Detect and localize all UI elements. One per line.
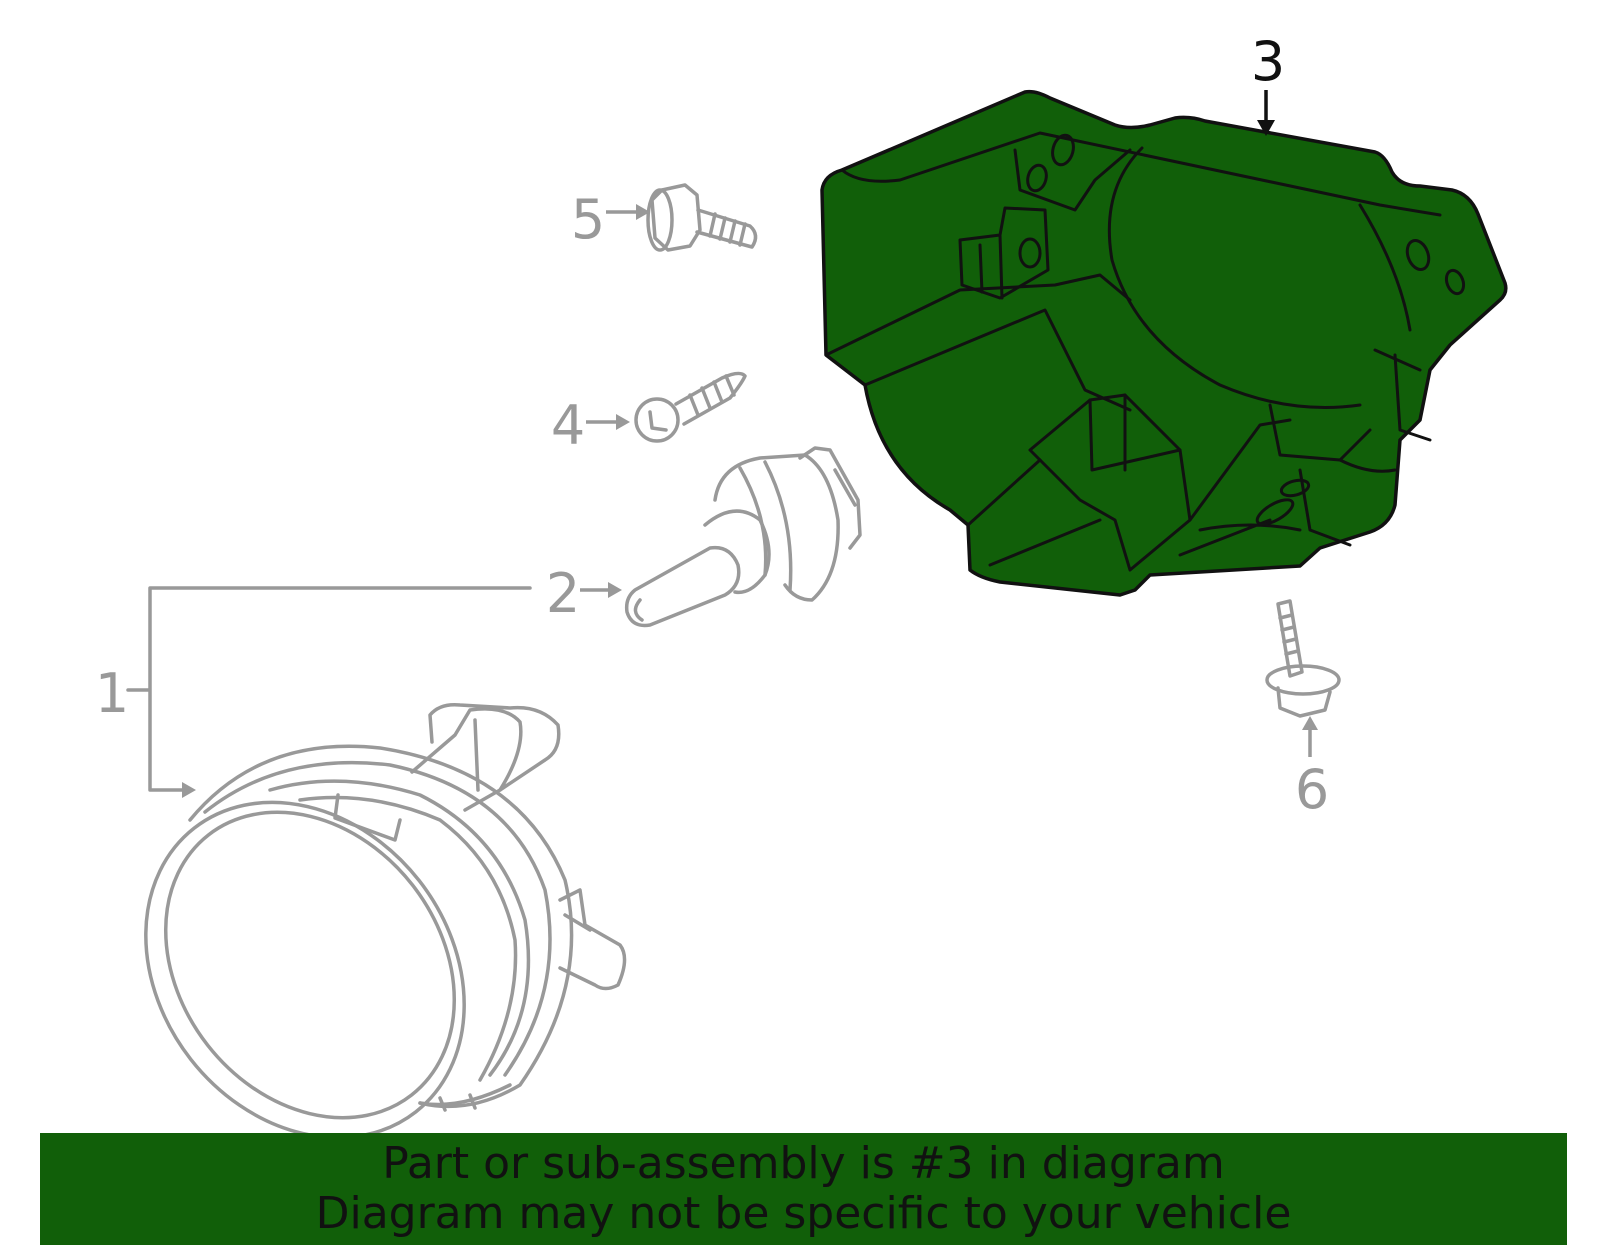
part-3-detail-lower-left bbox=[863, 308, 1132, 412]
part-6-head bbox=[1276, 686, 1332, 718]
part-3-detail-tab-left bbox=[958, 206, 1050, 300]
part-6-threads bbox=[1278, 613, 1300, 656]
part-4-recess bbox=[648, 410, 668, 432]
callout-2-arrowhead bbox=[608, 582, 622, 598]
part-3-detail-dome-right bbox=[1358, 203, 1412, 332]
part-6-flange bbox=[1265, 664, 1341, 696]
part-1-lens-inner bbox=[163, 810, 457, 1120]
callout-6-arrowhead bbox=[1302, 716, 1318, 730]
callout-6-label[interactable]: 6 bbox=[1295, 758, 1329, 821]
part-3-detail-right-pocket bbox=[1268, 403, 1372, 547]
part-1-connector-top bbox=[428, 702, 561, 792]
part-4-threads bbox=[688, 374, 736, 417]
part-3-slot bbox=[1279, 478, 1311, 498]
callout-1-arrowhead bbox=[182, 782, 196, 798]
part-3-hole bbox=[1405, 238, 1431, 272]
part-2-bulb[interactable] bbox=[624, 446, 862, 628]
part-3-slot bbox=[1255, 498, 1295, 526]
part-3-detail-dome bbox=[1107, 146, 1362, 409]
part-3-hole bbox=[1026, 163, 1048, 193]
part-3-detail-channel-inner bbox=[1088, 393, 1182, 472]
callout-1-leader bbox=[126, 586, 532, 792]
part-3-detail-bottom-right bbox=[1178, 518, 1302, 557]
callout-5-arrowhead bbox=[636, 204, 650, 220]
part-4-shank bbox=[674, 371, 747, 426]
part-3-bracket[interactable] bbox=[820, 89, 1508, 597]
banner-line-2: Diagram may not be specific to your vehi… bbox=[315, 1188, 1292, 1239]
part-4-head bbox=[634, 397, 680, 443]
part-3-hole bbox=[1444, 268, 1466, 296]
part-2-connector bbox=[798, 446, 862, 550]
part-5-head bbox=[650, 183, 702, 252]
part-3-hole bbox=[1018, 237, 1042, 269]
part-1-housing-ring-2 bbox=[268, 779, 531, 1077]
callout-4-label[interactable]: 4 bbox=[551, 394, 585, 457]
info-banner: Part or sub-assembly is #3 in diagram Di… bbox=[40, 1133, 1567, 1245]
part-2-tip bbox=[633, 598, 644, 622]
part-5-bolt[interactable] bbox=[646, 183, 758, 252]
part-2-glass bbox=[624, 545, 741, 628]
part-5-shank bbox=[695, 208, 758, 249]
callout-2-label[interactable]: 2 bbox=[546, 562, 580, 625]
part-1-connector-ribs bbox=[473, 718, 592, 932]
part-1-bottom-rim bbox=[418, 1083, 512, 1112]
part-1-housing-ring-1 bbox=[203, 760, 552, 1077]
part-4-screw[interactable] bbox=[634, 371, 747, 443]
part-2-base bbox=[713, 453, 840, 602]
part-1-housing-outer bbox=[188, 744, 574, 1109]
part-2-collar bbox=[703, 509, 771, 595]
part-3-hole bbox=[1051, 133, 1075, 167]
part-6-bolt[interactable] bbox=[1265, 599, 1341, 718]
part-3-detail-rim bbox=[840, 131, 1442, 217]
part-1-connector-side bbox=[558, 888, 627, 991]
part-1-tab bbox=[333, 793, 402, 842]
part-1-housing-ring-3 bbox=[298, 795, 518, 1082]
part-6-shank bbox=[1276, 599, 1304, 678]
callout-4-arrowhead bbox=[616, 414, 630, 430]
callout-3-label[interactable]: 3 bbox=[1251, 30, 1285, 93]
part-5-flange bbox=[646, 188, 674, 252]
part-1-lens bbox=[144, 800, 466, 1140]
part-3-detail-upper-bracket bbox=[1013, 148, 1132, 212]
callout-1-label[interactable]: 1 bbox=[95, 662, 129, 725]
banner-line-1: Part or sub-assembly is #3 in diagram bbox=[382, 1138, 1225, 1189]
callout-5-label[interactable]: 5 bbox=[571, 188, 605, 251]
part-1-socket bbox=[410, 707, 523, 812]
part-2-ribs bbox=[738, 460, 793, 592]
part-5-threads bbox=[708, 212, 747, 247]
part-1-fog-lamp[interactable] bbox=[80, 702, 627, 1201]
part-3-detail-floor bbox=[824, 273, 1132, 357]
callout-3-arrowhead bbox=[1257, 120, 1275, 136]
part-3-detail-lower-edge bbox=[966, 418, 1292, 567]
part-3-detail-right-step bbox=[1338, 348, 1432, 473]
